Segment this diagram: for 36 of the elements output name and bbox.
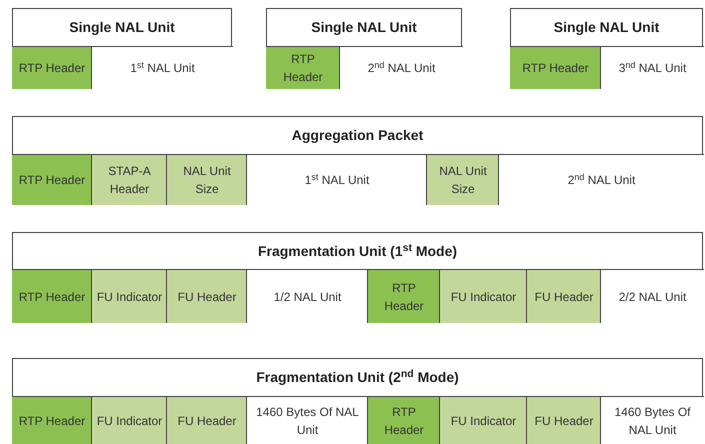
header-field: FU Header bbox=[526, 269, 601, 323]
packet-title: Single NAL Unit bbox=[69, 18, 175, 37]
header-field: RTP Header bbox=[266, 46, 340, 89]
payload-field: 1$^{st}$ NAL Unit bbox=[246, 154, 427, 205]
payload-field: 1/2 NAL Unit bbox=[246, 269, 368, 323]
packet-title: Single NAL Unit bbox=[311, 18, 417, 37]
header-field: FU Header bbox=[526, 396, 601, 444]
payload-field: 1460 Bytes Of NAL Unit bbox=[600, 396, 704, 444]
header-field: RTP Header bbox=[12, 396, 92, 444]
header-field: FU Indicator bbox=[439, 396, 527, 444]
header-field: NAL Unit Size bbox=[166, 154, 247, 205]
packet-title: Fragmentation Unit (1$^{st}$ Mode) bbox=[258, 241, 458, 261]
payload-field: 2/2 NAL Unit bbox=[600, 269, 704, 323]
header-field: RTP Header bbox=[367, 396, 440, 444]
header-field: FU Header bbox=[166, 396, 247, 444]
header-field: RTP Header bbox=[510, 46, 601, 89]
payload-field: 3$^{nd}$ NAL Unit bbox=[600, 46, 704, 89]
payload-field: 2$^{nd}$ NAL Unit bbox=[339, 46, 463, 89]
packet-title: Single NAL Unit bbox=[554, 18, 660, 37]
header-field: STAP-A Header bbox=[91, 154, 167, 205]
header-field: FU Header bbox=[166, 269, 247, 323]
header-field: RTP Header bbox=[367, 269, 440, 323]
payload-field: 2$^{nd}$ NAL Unit bbox=[498, 154, 704, 205]
header-field: RTP Header bbox=[12, 154, 92, 205]
packet-title: Aggregation Packet bbox=[292, 126, 424, 145]
header-field: RTP Header bbox=[12, 269, 92, 323]
packet-title: Fragmentation Unit (2$^{nd}$ Mode) bbox=[256, 367, 459, 387]
header-field: NAL Unit Size bbox=[426, 154, 499, 205]
packet-box bbox=[12, 232, 703, 322]
payload-field: 1$^{st}$ NAL Unit bbox=[91, 46, 233, 89]
payload-field: 1460 Bytes Of NAL Unit bbox=[246, 396, 368, 444]
header-field: FU Indicator bbox=[91, 269, 167, 323]
header-field: RTP Header bbox=[12, 46, 92, 89]
packet-box bbox=[12, 358, 703, 444]
header-field: FU Indicator bbox=[439, 269, 527, 323]
header-field: FU Indicator bbox=[91, 396, 167, 444]
